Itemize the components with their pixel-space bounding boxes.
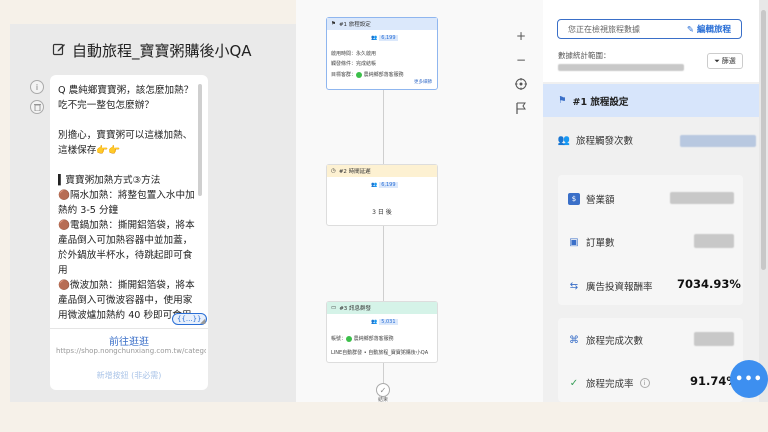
check-icon: ✓: [569, 377, 579, 389]
completion-rate-label: ✓旅程完成率 i: [568, 376, 650, 390]
trigger-count-label: 👥旅程觸發次數: [557, 134, 634, 148]
flow-node-journey-settings[interactable]: ⚑ #1 旅程設定 👥6,199 啟用時間：永久啟用 觸發條件：完成結帳 目標客…: [326, 17, 438, 90]
line-icon: [356, 71, 363, 78]
view-mode-bar: 您正在檢視旅程數據 ✎ 編輯旅程: [557, 19, 742, 39]
users-icon: 👥: [557, 134, 571, 146]
message-scrollbar[interactable]: [198, 84, 202, 196]
fit-view-icon[interactable]: [513, 76, 529, 92]
flow-end-check-icon: ✓: [376, 383, 390, 397]
orders-label: ▣訂單數: [569, 236, 615, 250]
node-detail: 觸發條件：完成結帳: [331, 61, 377, 67]
add-button-link[interactable]: 新增按鈕 (非必需): [96, 371, 162, 380]
users-icon: 👥: [371, 182, 378, 188]
info-icon[interactable]: i: [639, 378, 650, 388]
flow-connector: [383, 90, 384, 388]
filter-button[interactable]: ⏷篩選: [707, 53, 743, 69]
completions-label: ⌘旅程完成次數: [569, 334, 644, 348]
message-divider: [50, 328, 208, 329]
dollar-icon: $: [568, 193, 580, 205]
hierarchy-icon: ⌘: [569, 334, 579, 346]
clock-icon: ◷: [331, 168, 336, 174]
flag-icon[interactable]: [513, 100, 529, 116]
zoom-in-icon[interactable]: +: [515, 29, 527, 43]
users-icon: 👥: [371, 319, 378, 325]
line-icon: [346, 335, 353, 342]
stats-scrollbar-thumb[interactable]: [761, 10, 766, 270]
edit-journey-button[interactable]: ✎ 編輯旅程: [686, 25, 731, 35]
node-detail: 帳號： 農純鄉部落客服務: [331, 335, 394, 342]
journey-title: 自動旅程_寶寶粥購後小QA: [72, 42, 252, 60]
flag-icon: ⚑: [331, 21, 336, 27]
view-mode-text: 您正在檢視旅程數據: [568, 24, 640, 34]
delay-value: 3 日 後: [372, 209, 392, 216]
selected-step-bar: ⚑ #1 旅程設定: [543, 84, 759, 117]
roas-label: ⇆廣告投資報酬率: [569, 280, 653, 294]
cart-icon: ▣: [569, 236, 579, 248]
message-icon: ▭: [331, 305, 337, 311]
zoom-out-icon[interactable]: −: [515, 53, 527, 67]
resize-handle-icon[interactable]: ◢: [200, 317, 206, 325]
trigger-count-redacted: [680, 135, 756, 147]
node-count: 👥6,199: [371, 182, 398, 188]
canvas-tools: + −: [513, 28, 529, 116]
flow-node-broadcast[interactable]: ▭ #3 訊息群發 👥5,031 帳號： 農純鄉部落客服務 LINE自動群發 •…: [326, 301, 438, 363]
message-text[interactable]: Q 農純鄉寶寶粥，該怎麼加熱？吃不完一整包怎麼辦？ 別擔心，寶寶粥可以這樣加熱、…: [58, 85, 195, 321]
delete-icon[interactable]: [30, 100, 44, 114]
orders-redacted: [694, 234, 734, 248]
chat-fab-button[interactable]: •••: [730, 360, 768, 398]
journey-title-row: 自動旅程_寶寶粥購後小QA: [52, 40, 252, 61]
filter-icon: ⏷: [714, 56, 720, 65]
message-card: Q 農純鄉寶寶粥，該怎麼加熱？吃不完一整包怎麼辦？ 別擔心，寶寶粥可以這樣加熱、…: [50, 75, 208, 390]
revenue-redacted: [670, 192, 734, 204]
node-detail: 啟用時間：永久啟用: [331, 51, 377, 57]
node-title: #1 旅程設定: [338, 22, 371, 28]
more-details-link[interactable]: 更多細節: [414, 80, 432, 85]
flow-end-label: 結束: [377, 397, 388, 403]
completions-redacted: [694, 332, 734, 346]
node-title: #3 訊息群發: [339, 306, 372, 312]
node-count: 👥5,031: [371, 319, 398, 325]
message-link-button[interactable]: 前往逛逛: [109, 337, 149, 348]
users-icon: 👥: [371, 35, 378, 41]
node-title: #2 時間延遲: [338, 169, 371, 175]
node-detail: LINE自動群發 • 自動旅程_寶寶粥購後小QA: [331, 350, 429, 356]
selected-step-title: #1 旅程設定: [572, 96, 629, 108]
completion-rate-value: 91.74%: [690, 374, 738, 388]
flag-icon: ⚑: [558, 95, 567, 106]
node-count: 👥6,199: [371, 35, 398, 41]
roas-value: 7034.93%: [677, 277, 741, 291]
flow-node-time-delay[interactable]: ◷ #2 時間延遲 👥6,199 3 日 後: [326, 164, 438, 226]
range-label: 數據統計範圍：: [558, 51, 611, 60]
range-value-redacted: [558, 64, 684, 71]
info-icon[interactable]: i: [30, 80, 44, 94]
message-button-url: https://shop.nongchunxiang.com.tw/catego…: [56, 347, 206, 355]
variable-chip[interactable]: {{...}}: [172, 313, 207, 325]
exchange-icon: ⇆: [569, 280, 579, 292]
edit-icon[interactable]: [52, 42, 66, 60]
revenue-label: $營業額: [568, 192, 615, 206]
node-detail: 目標客群： 農純鄉部落客服務: [331, 71, 404, 78]
message-side-tools: i: [30, 80, 44, 114]
